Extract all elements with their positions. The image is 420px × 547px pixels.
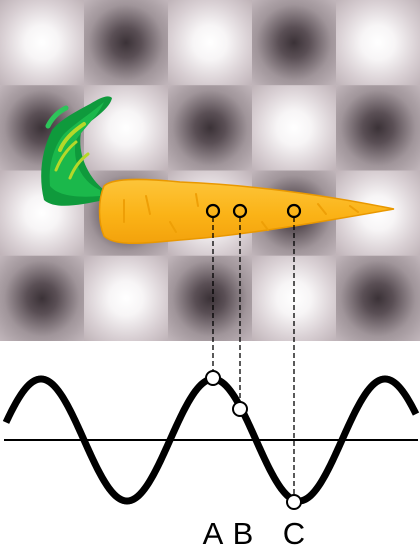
bright-blob	[168, 0, 252, 86]
dark-blob	[0, 255, 84, 341]
dark-blob	[84, 0, 168, 86]
dark-blob	[336, 85, 420, 171]
dark-blob	[168, 85, 252, 171]
dark-blob	[168, 255, 252, 341]
dark-blob	[252, 0, 336, 86]
point-label-a: A	[203, 516, 224, 547]
dashed-connectors	[212, 217, 295, 496]
carrot-leaves	[41, 96, 112, 206]
point-label-b: B	[233, 516, 254, 547]
bright-blob	[84, 85, 168, 171]
bright-blob	[0, 0, 84, 86]
point-markers	[205, 203, 302, 510]
wave-marker-b	[232, 401, 248, 417]
bright-blob	[84, 255, 168, 341]
point-label-c: C	[283, 516, 305, 547]
carrot-stripes	[123, 193, 359, 233]
wave-marker-a	[205, 370, 221, 386]
dark-blob	[336, 255, 420, 341]
carrot-marker-b	[232, 203, 248, 219]
carrot-marker-c	[286, 203, 302, 219]
wave-marker-c	[286, 494, 302, 510]
bright-blob	[336, 0, 420, 86]
carrot-marker-a	[205, 203, 221, 219]
point-labels: A B C	[203, 516, 306, 547]
bright-blob	[252, 85, 336, 171]
